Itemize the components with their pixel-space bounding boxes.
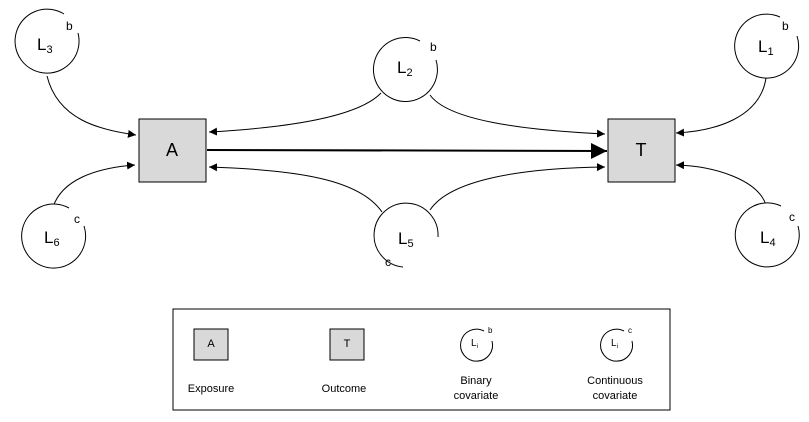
node-l1-tag: b	[782, 19, 789, 33]
edge-a-to-t	[206, 142, 608, 159]
node-l3-label: L3	[37, 35, 53, 56]
legend-continuous-tag: c	[628, 326, 632, 335]
legend-exposure-text: Exposure	[187, 383, 235, 395]
edge-l6-to-a	[52, 161, 136, 208]
legend-continuous-circle	[600, 328, 634, 362]
legend-continuous-text: Continuous covariate	[587, 375, 643, 402]
legend-binary-node-label: Li	[471, 338, 478, 350]
node-l5-tag: c	[385, 255, 391, 269]
legend-outcome-box-label: T	[343, 338, 351, 350]
edge-l4-to-t	[675, 161, 767, 206]
legend-continuous-node-label: Li	[611, 338, 618, 350]
node-l4-tag: c	[789, 210, 795, 224]
node-l1-circle	[734, 13, 800, 79]
legend-binary-text: Binary covariate	[453, 375, 499, 402]
node-l1-label: L1	[758, 37, 774, 58]
edge-l1-to-t	[675, 77, 767, 137]
exposure-box	[138, 118, 207, 183]
node-l6-label: L6	[44, 228, 60, 249]
edge-l2-to-a	[208, 92, 382, 136]
node-l4-circle	[734, 202, 800, 268]
edge-l5-to-t	[429, 163, 606, 211]
node-l6-circle	[21, 203, 87, 269]
node-l2-tag: b	[430, 40, 437, 54]
node-l5-label: L5	[398, 229, 414, 250]
legend-outcome-box	[329, 328, 365, 361]
legend-exposure-box-label: A	[207, 338, 215, 350]
outcome-box	[607, 118, 676, 183]
node-l3-tag: b	[66, 19, 73, 33]
legend-binary-tag: b	[488, 326, 493, 335]
edge-l3-to-a	[46, 75, 137, 138]
legend-binary-circle	[460, 328, 494, 362]
legend-frame	[172, 308, 671, 411]
node-l5-circle	[373, 202, 439, 268]
exposure-label: A	[165, 140, 178, 160]
outcome-label: T	[635, 140, 647, 160]
node-l4-label: L4	[760, 228, 776, 249]
node-l2-label: L2	[397, 58, 413, 79]
legend-exposure-box	[193, 328, 229, 361]
edge-l2-to-t	[429, 94, 606, 138]
node-l2-circle	[372, 37, 438, 102]
node-l3-circle	[14, 8, 80, 74]
node-l6-tag: c	[74, 212, 80, 226]
edge-l5-to-a	[208, 163, 383, 213]
legend-outcome-text: Outcome	[321, 383, 367, 395]
